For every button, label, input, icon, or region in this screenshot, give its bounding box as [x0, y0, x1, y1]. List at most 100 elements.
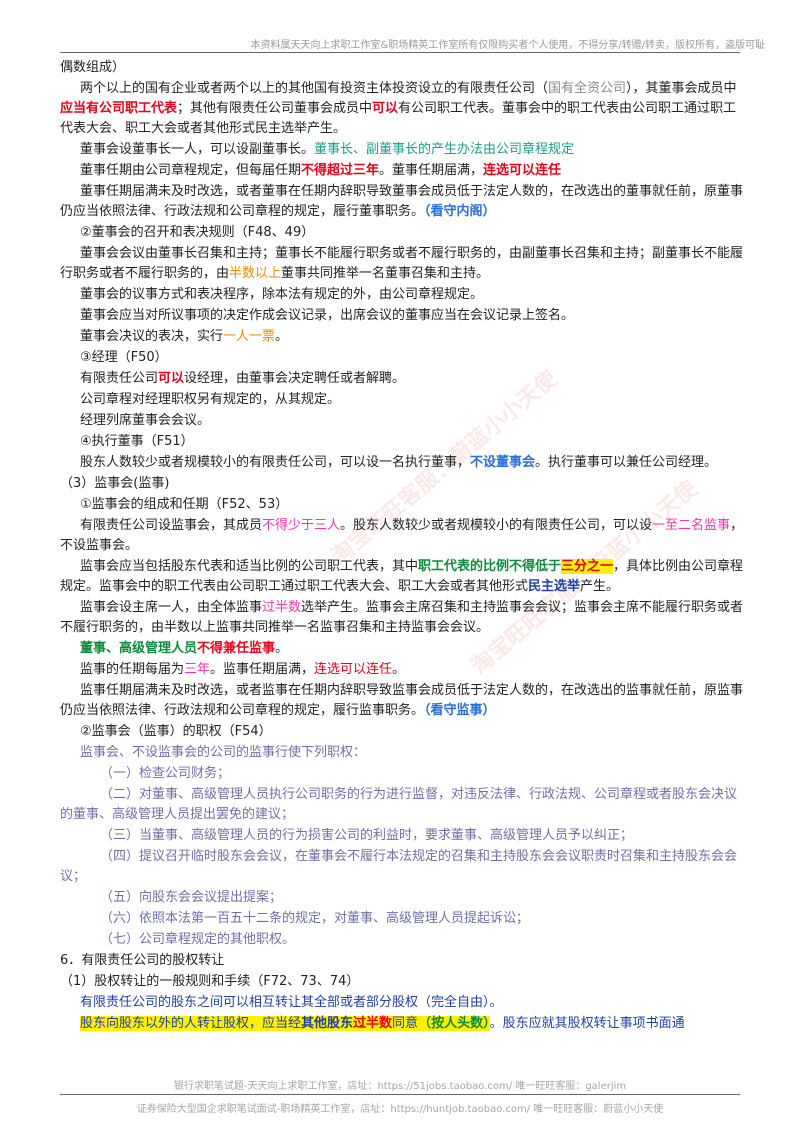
page-header: 本资料属天天向上求职工作室&职场精英工作室所有仅限购买者个人使用，不得分享/转赠…	[250, 40, 765, 51]
text: 两个以上的国有企业或者两个以上的其他国有投资主体投资设立的有限责任公司（	[80, 81, 549, 96]
paragraph-minutes: 董事会应当对所议事项的决定作成会议记录，出席会议的董事应当在会议记录上签名。	[80, 308, 575, 323]
text: 股东人数较少或者规模较小的有限责任公司，可以设一名执行董事，	[80, 455, 471, 470]
heading-executive-director: ④执行董事（F51）	[80, 434, 194, 449]
heading-manager: ③经理（F50）	[80, 350, 168, 365]
highlight: 职工代表的比例不得低于	[418, 559, 562, 574]
power-item-4: （四）提议召开临时股东会会议，在董事会不履行本法规定的召集和主持股东会会议职责时…	[60, 849, 738, 884]
text: ，不设监事会。	[60, 518, 744, 553]
power-item-2: （二）对董事、高级管理人员执行公司职务的行为进行监督，对违反法律、行政法规、公司…	[60, 787, 738, 822]
paragraph-supervisory-chair: 监事会设主席一人，由全体监事过半数选举产生。监事会主席召集和主持监事会会议；监事…	[60, 598, 745, 638]
highlight: 过半数	[353, 1016, 393, 1031]
highlight: 可以	[158, 371, 185, 386]
highlight: 一人一票	[223, 329, 276, 344]
highlight: 不得兼任监事	[197, 641, 276, 656]
power-item-6: （六）依照本法第一百五十二条的规定，对董事、高级管理人员提起诉讼；	[100, 911, 530, 926]
paragraph-employee-reps: 监事会应当包括股东代表和适当比例的公司职工代表，其中职工代表的比例不得低于三分之…	[60, 557, 745, 597]
highlight: 一至二名监事	[652, 518, 731, 533]
text: 董事会决议的表决，实行	[80, 329, 224, 344]
text: 有限责任公司	[80, 371, 159, 386]
text: 股东向股东以外的人转让股权，应当经	[80, 1016, 302, 1031]
text: 。董事任期届满，	[379, 163, 484, 178]
paragraph-manager: 有限责任公司可以设经理，由董事会决定聘任或者解聘。	[60, 369, 745, 389]
note: （看守内阁）	[424, 204, 496, 219]
paragraph-supervisory-members: 有限责任公司设监事会，其成员不得少于三人。股东人数较少或者规模较小的有限责任公司…	[60, 516, 745, 556]
paragraph-procedure: 董事会的议事方式和表决程序，除本法有规定的外，由公司章程规定。	[80, 287, 484, 302]
paragraph-board-composition: 两个以上的国有企业或者两个以上的其他国有投资主体投资设立的有限责任公司（国有全资…	[60, 79, 745, 139]
power-item-7: （七）公司章程规定的其他职权。	[100, 932, 296, 947]
text: 。	[392, 662, 406, 677]
text: 选举产生。监事会主席召集和主持监事会会议；监事会主席不能履行职务或者不履行职务的…	[60, 600, 744, 635]
footer-line-2: 证券保险大型国企求职笔试面试-职场精英工作室，店址：https://huntjo…	[136, 1104, 664, 1115]
text: 。监事任期届满，	[210, 662, 315, 677]
text: 。股东人数较少或者规模较小的有限责任公司，可以设	[340, 518, 653, 533]
paragraph-powers-intro: 监事会、不设监事会的公司的监事行使下列职权：	[80, 745, 367, 760]
paragraph-manager-attend: 经理列席董事会会议。	[80, 413, 211, 428]
paragraph-caretaker: 董事任期届满未及时改选，或者董事在任期内辞职导致董事会成员低于法定人数的，在改选…	[60, 182, 745, 222]
highlight: （按人头数）	[418, 1016, 490, 1031]
paragraph-internal-transfer: 有限责任公司的股东之间可以相互转让其全部或者部分股权（完全自由）。	[80, 995, 503, 1010]
highlight: 民主选举	[528, 579, 581, 594]
document-body: 偶数组成） 两个以上的国有企业或者两个以上的其他国有投资主体投资设立的有限责任公…	[60, 58, 745, 1035]
heading-transfer-rules: （1）股权转让的一般规则和手续（F72、73、74）	[60, 974, 360, 989]
text: ；其他有限责任公司董事会成员中	[177, 101, 373, 116]
paragraph-meeting-convene: 董事会会议由董事长召集和主持；董事长不能履行职务或者不履行职务的，由副董事长召集…	[60, 244, 745, 284]
highlight: 过半数	[262, 600, 302, 615]
text: 。	[275, 641, 289, 656]
line-1: 偶数组成）	[60, 60, 126, 75]
text: ），其董事会成员中	[626, 81, 737, 96]
text: 监事会应当包括股东代表和适当比例的公司职工代表，其中	[80, 559, 419, 574]
highlight: 不得少于三人	[262, 518, 341, 533]
power-item-1: （一）检查公司财务；	[100, 766, 231, 781]
paragraph-supervisor-term: 监事的任期每届为三年。监事任期届满，连选可以连任。	[60, 660, 745, 680]
header-divider	[60, 52, 740, 53]
highlight: 三年	[184, 662, 211, 677]
highlight: 其他股东	[301, 1016, 354, 1031]
text: 。股东应就其股权转让事项书面通	[489, 1016, 685, 1031]
text: 。	[275, 329, 289, 344]
paragraph-executive-director: 股东人数较少或者规模较小的有限责任公司，可以设一名执行董事，不设董事会。执行董事…	[60, 453, 745, 473]
note: 国有全资公司	[548, 81, 627, 96]
note: 董事长、副董事长的产生办法由公司章程规定	[314, 142, 575, 157]
highlight: 三分之一	[561, 559, 614, 574]
power-item-3: （三）当董事、高级管理人员的行为损害公司的利益时，要求董事、高级管理人员予以纠正…	[100, 828, 634, 843]
heading-supervisory-board: （3）监事会(监事)	[60, 476, 170, 491]
paragraph-no-concurrent: 董事、高级管理人员不得兼任监事。	[60, 639, 745, 659]
paragraph-chairman: 董事会设董事长一人，可以设副董事长。董事长、副董事长的产生办法由公司章程规定	[60, 140, 745, 160]
text: 监事会设主席一人，由全体监事	[80, 600, 263, 615]
text: 设经理，由董事会决定聘任或者解聘。	[184, 371, 406, 386]
highlight: 半数以上	[229, 266, 282, 281]
text: 监事的任期每届为	[80, 662, 185, 677]
paragraph-external-transfer: 股东向股东以外的人转让股权，应当经其他股东过半数同意（按人头数）。股东应就其股权…	[60, 1014, 745, 1034]
power-item-5: （五）向股东会会议提出提案；	[100, 890, 283, 905]
heading-board-meeting: ②董事会的召开和表决规则（F48、49）	[80, 225, 315, 240]
highlight: 应当有公司职工代表	[60, 101, 178, 116]
footer-divider	[60, 1094, 740, 1095]
note: （看守监事）	[424, 703, 496, 718]
text: 董事任期由公司章程规定，但每届任期	[80, 163, 302, 178]
text: 董事任期届满未及时改选，或者董事在任期内辞职导致董事会成员低于法定人数的，在改选…	[60, 184, 744, 219]
text: 。执行董事可以兼任公司经理。	[535, 455, 718, 470]
paragraph-supervisor-caretaker: 监事任期届满未及时改选，或者监事在任期内辞职导致监事会成员低于法定人数的，在改选…	[60, 681, 745, 721]
text: 有限责任公司设监事会，其成员	[80, 518, 263, 533]
text: ，具体比例由公司章程规定。监事会中的职工代表由公司职工通过职工代表大会、职工大会…	[60, 559, 744, 594]
text: 有公司职工代表。董事会中的职工代表由公司职工通过职工代表大会、职工大会或者其他形…	[60, 101, 737, 136]
paragraph-voting: 董事会决议的表决，实行一人一票。	[60, 327, 745, 347]
paragraph-director-term: 董事任期由公司章程规定，但每届任期不得超过三年。董事任期届满，连选可以连任	[60, 161, 745, 181]
text: 董事会设董事长一人，可以设副董事长。	[80, 142, 315, 157]
text: 产生。	[580, 579, 620, 594]
paragraph-manager-powers: 公司章程对经理职权另有规定的，从其规定。	[80, 392, 341, 407]
text: 监事任期届满未及时改选，或者监事在任期内辞职导致监事会成员低于法定人数的，在改选…	[60, 683, 744, 718]
text: 董事共同推举一名董事召集和主持。	[281, 266, 490, 281]
heading-supervisory-composition: ①监事会的组成和任期（F52、53）	[80, 497, 289, 512]
highlight: 连选可以连任	[314, 662, 393, 677]
heading-supervisory-powers: ②监事会（监事）的职权（F54）	[80, 724, 272, 739]
text: 董事会会议由董事长召集和主持；董事长不能履行职务或者不履行职务的，由副董事长召集…	[60, 246, 744, 281]
highlight: 不设董事会	[470, 455, 536, 470]
heading-equity-transfer: 6．有限责任公司的股权转让	[60, 953, 225, 968]
footer-line-1: 银行求职笔试题-天天向上求职工作室，店址：https://51jobs.taob…	[173, 1081, 627, 1092]
highlight: 连选可以连任	[483, 163, 562, 178]
highlight: 不得超过三年	[301, 163, 380, 178]
highlight: 董事、高级管理人员	[80, 641, 198, 656]
text: 同意	[392, 1016, 419, 1031]
highlight: 可以	[372, 101, 399, 116]
